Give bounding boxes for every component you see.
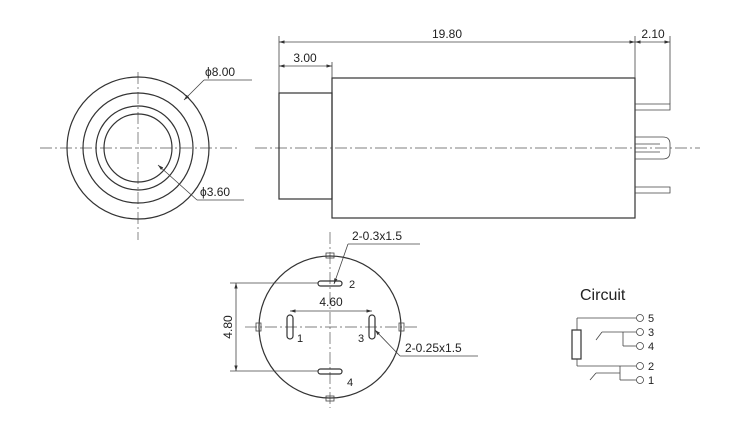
inner-diameter-label: ϕ3.60 — [200, 185, 230, 199]
pin-label-2: 2 — [349, 279, 355, 291]
terminal-4 — [636, 342, 644, 350]
pin-spacing-label: 4.60 — [319, 295, 343, 309]
circuit-title: Circuit — [580, 287, 626, 304]
outer-diameter-label: ϕ8.00 — [205, 65, 235, 79]
side-pin-spec-label: 2-0.25x1.5 — [405, 341, 462, 355]
switch-bottom-blade — [589, 372, 597, 381]
bottom-outer-circle — [258, 255, 402, 399]
notch-top — [325, 252, 335, 259]
circuit-diagram: Circuit 5 3 4 2 1 — [571, 287, 654, 387]
cap-length-label: 3.00 — [293, 51, 317, 65]
terminal-label-1: 1 — [648, 375, 654, 387]
terminal-label-2: 2 — [648, 361, 654, 373]
pin-top — [635, 103, 671, 111]
side-view: 19.80 2.10 3.00 — [255, 27, 700, 219]
notch-bottom — [325, 395, 335, 402]
middle-circle — [82, 92, 194, 204]
pin-slot-2 — [317, 280, 343, 287]
terminal-label-4: 4 — [648, 341, 654, 353]
inner-diameter-leader — [157, 164, 198, 201]
terminal-5 — [636, 314, 644, 322]
fuse-element — [571, 329, 582, 360]
body-section — [331, 77, 636, 219]
top-spec-leader — [333, 243, 349, 285]
pin-slot-3 — [368, 314, 376, 340]
bore-circle — [103, 113, 173, 183]
pin-middle — [635, 136, 671, 160]
pin-height-label: 4.80 — [221, 315, 235, 339]
top-pin-spec-label: 2-0.3x1.5 — [352, 229, 402, 243]
side-spec-leader — [374, 329, 401, 357]
end-view: ϕ8.00 ϕ3.60 — [40, 65, 252, 240]
outer-diameter-leader — [183, 79, 205, 101]
terminal-3 — [636, 328, 644, 336]
terminal-label-5: 5 — [648, 313, 654, 325]
pin-label-3: 3 — [358, 333, 364, 345]
pin-label-4: 4 — [347, 377, 353, 389]
pin-label-1: 1 — [297, 333, 303, 345]
pin-length-label: 2.10 — [641, 27, 665, 41]
pin-bottom — [635, 186, 671, 194]
inner-outer-ring — [95, 105, 181, 191]
terminal-1 — [636, 376, 644, 384]
switch-top-blade — [595, 331, 603, 341]
terminal-2 — [636, 362, 644, 370]
cap-section — [278, 92, 333, 200]
terminal-label-3: 3 — [648, 327, 654, 339]
pin-slot-4 — [317, 368, 343, 375]
notch-left — [255, 322, 262, 332]
notch-right — [398, 322, 405, 332]
outer-circle — [66, 76, 210, 220]
bottom-view: 2 4 1 3 4.60 4.80 2-0.3x1.5 2-0.25x1.5 — [221, 229, 478, 408]
body-length-label: 19.80 — [432, 27, 462, 41]
pin-slot-1 — [286, 314, 294, 340]
